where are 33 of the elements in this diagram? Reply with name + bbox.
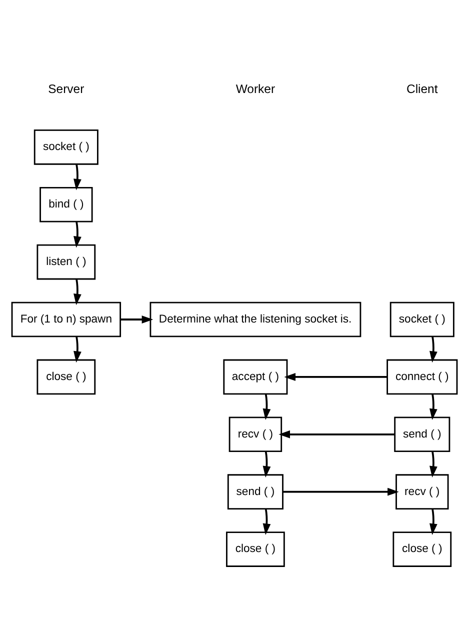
arrow: [284, 372, 388, 380]
arrow: [430, 450, 438, 477]
node-box: send ( ): [227, 474, 284, 509]
node-box: recv ( ): [396, 474, 449, 509]
arrow: [74, 336, 82, 362]
node-box: Determine what the listening socket is.: [150, 301, 362, 337]
arrow: [74, 164, 82, 190]
node-box: bind ( ): [40, 186, 93, 222]
node-box: close ( ): [226, 531, 285, 566]
node-box: recv ( ): [228, 416, 282, 452]
node-box: connect ( ): [386, 358, 458, 394]
node-box: socket ( ): [390, 301, 454, 337]
node-box: socket ( ): [34, 129, 98, 164]
arrow: [262, 450, 271, 477]
node-box: accept ( ): [223, 358, 288, 394]
node-box: For (1 to n) spawn: [11, 301, 122, 337]
label: Client: [406, 81, 438, 96]
arrow: [430, 508, 438, 534]
node-box: listen ( ): [36, 244, 96, 280]
arrow: [262, 393, 271, 420]
label: Server: [48, 81, 84, 96]
label: Worker: [236, 81, 276, 96]
arrow: [120, 315, 154, 323]
arrow: [430, 393, 438, 420]
arrow: [262, 508, 271, 534]
arrow: [278, 430, 395, 438]
node-box: close ( ): [392, 531, 452, 566]
arrow: [430, 336, 438, 362]
node-box: close ( ): [36, 358, 96, 394]
node-box: send ( ): [394, 416, 450, 452]
arrow: [74, 220, 82, 248]
arrow: [282, 487, 399, 496]
arrow: [74, 278, 82, 305]
